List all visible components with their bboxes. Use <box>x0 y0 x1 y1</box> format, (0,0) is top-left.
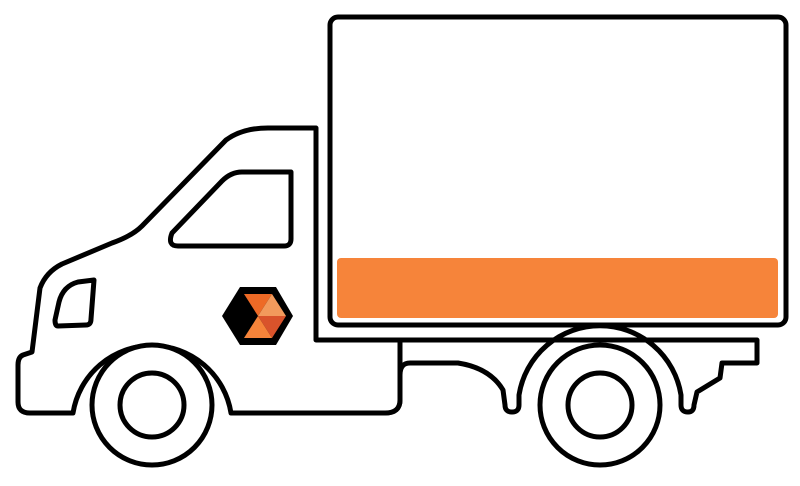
truck-chassis <box>313 323 760 416</box>
truck-cab <box>15 125 403 416</box>
rear-wheel <box>537 342 663 468</box>
cab-window <box>168 169 294 249</box>
logo-icon <box>222 287 293 345</box>
front-wheel <box>89 342 215 468</box>
cargo-stripe <box>337 258 778 318</box>
cargo-box <box>327 14 789 328</box>
headlight <box>52 277 97 329</box>
